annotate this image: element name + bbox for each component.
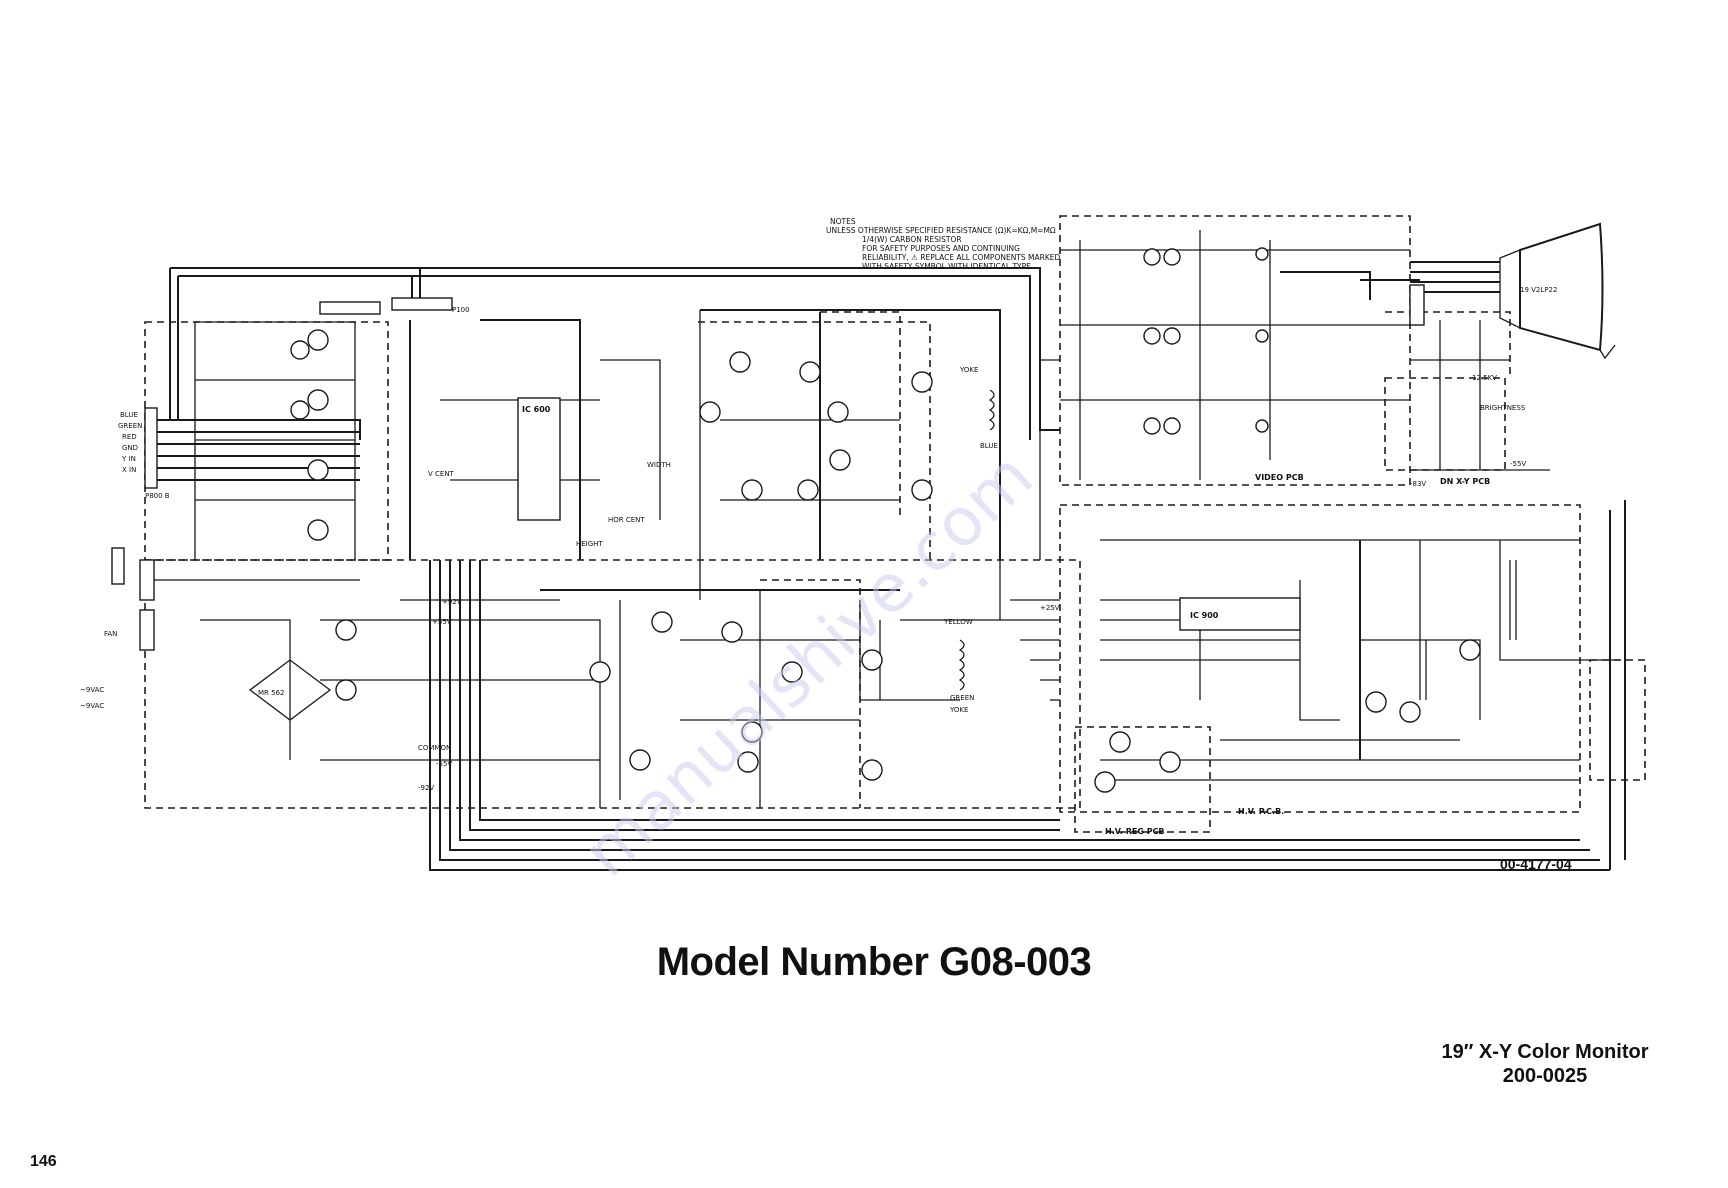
notes-line3: FOR SAFETY PURPOSES AND CONTINUING bbox=[862, 244, 1020, 253]
notes-heading: NOTES bbox=[830, 217, 856, 226]
components: IC 600 IC 900 bbox=[111, 247, 1517, 793]
input-green: GREEN bbox=[118, 422, 142, 430]
hor-cent-label: HOR CENT bbox=[608, 516, 645, 524]
ac-in-2: ~9VAC bbox=[80, 702, 104, 710]
part-number: 200-0025 bbox=[1502, 1065, 1588, 1087]
voltage-plus92: +92V bbox=[442, 598, 462, 606]
watermark: manualshive.com bbox=[568, 438, 1047, 892]
blue-label: BLUE bbox=[980, 442, 998, 450]
voltage-minus92: -92V bbox=[418, 784, 434, 792]
monitor-description: 19″ X-Y Color Monitor 200-0025 bbox=[1410, 1040, 1680, 1088]
brightness-label: BRIGHTNESS bbox=[1480, 404, 1526, 412]
yoke-label-1: YOKE bbox=[959, 366, 978, 374]
notes-line1: UNLESS OTHERWISE SPECIFIED RESISTANCE (Ω… bbox=[826, 226, 1056, 235]
crt-label: 19 V2LP22 bbox=[1520, 286, 1557, 294]
board-labels: VIDEO PCB DN X-Y PCB H.V. REG PCB H.V. P… bbox=[1105, 473, 1490, 836]
input-x: X IN bbox=[122, 466, 136, 474]
voltage-12-5kv: 12.5KV bbox=[1472, 374, 1497, 382]
misc-labels: YOKE YOKE BLUE GREEN YELLOW BRIGHTNESS W… bbox=[258, 366, 1526, 792]
drawing-number: 00-4177-04 bbox=[1500, 856, 1572, 872]
video-pcb-label: VIDEO PCB bbox=[1255, 473, 1304, 482]
crt-tube: 19 V2LP22 bbox=[1499, 222, 1616, 360]
width-label: WIDTH bbox=[647, 461, 671, 469]
height-label: HEIGHT bbox=[576, 540, 603, 548]
input-labels: BLUE GREEN RED GND Y IN X IN P800 B P100… bbox=[80, 306, 470, 710]
green-label: GREEN bbox=[950, 694, 974, 702]
monitor-name: 19″ X-Y Color Monitor bbox=[1441, 1041, 1649, 1063]
hv-reg-pcb-label: H.V. REG PCB bbox=[1105, 827, 1165, 836]
notes-line2: 1/4(W) CARBON RESISTOR bbox=[862, 235, 962, 244]
notes-block: NOTES UNLESS OTHERWISE SPECIFIED RESISTA… bbox=[826, 217, 1061, 271]
input-red: RED bbox=[122, 433, 137, 441]
connector-p100: P100 bbox=[452, 306, 470, 314]
voltage-minus83: -83V bbox=[1410, 480, 1426, 488]
notes-line5: WITH SAFETY SYMBOL WITH IDENTICAL TYPE. bbox=[862, 262, 1033, 271]
ac-in-1: ~9VAC bbox=[80, 686, 104, 694]
connector-p800b: P800 B bbox=[145, 492, 170, 500]
wiring bbox=[145, 230, 1626, 871]
dn-xy-pcb-label: DN X-Y PCB bbox=[1440, 477, 1490, 486]
v-cent-label: V CENT bbox=[428, 470, 455, 478]
input-y: Y IN bbox=[121, 455, 136, 463]
ic900-label: IC 900 bbox=[1190, 611, 1219, 620]
mr562-label: MR 562 bbox=[258, 689, 285, 697]
ic600-label: IC 600 bbox=[522, 405, 551, 414]
page-number: 146 bbox=[30, 1153, 57, 1170]
voltage-common: COMMON bbox=[418, 744, 451, 752]
yellow-label: YELLOW bbox=[943, 618, 973, 626]
notes-line4: RELIABILITY, ⚠ REPLACE ALL COMPONENTS MA… bbox=[862, 253, 1061, 262]
voltage-plus55: +55V bbox=[432, 618, 452, 626]
page-title: Model Number G08-003 bbox=[0, 940, 1728, 985]
input-blue: BLUE bbox=[120, 411, 138, 419]
yoke-label-2: YOKE bbox=[949, 706, 968, 714]
page-title-text: Model Number G08-003 bbox=[656, 940, 1092, 984]
voltage-plus25: +25V bbox=[1040, 604, 1060, 612]
fan-label: FAN bbox=[104, 630, 117, 638]
input-gnd: GND bbox=[122, 444, 138, 452]
voltage-minus55: -55V bbox=[436, 760, 452, 768]
voltage-minus55-right: -55V bbox=[1510, 460, 1526, 468]
watermark-text: manualshive.com bbox=[568, 438, 1047, 892]
hv-pcb-label: H.V. P.C.B. bbox=[1238, 807, 1284, 816]
